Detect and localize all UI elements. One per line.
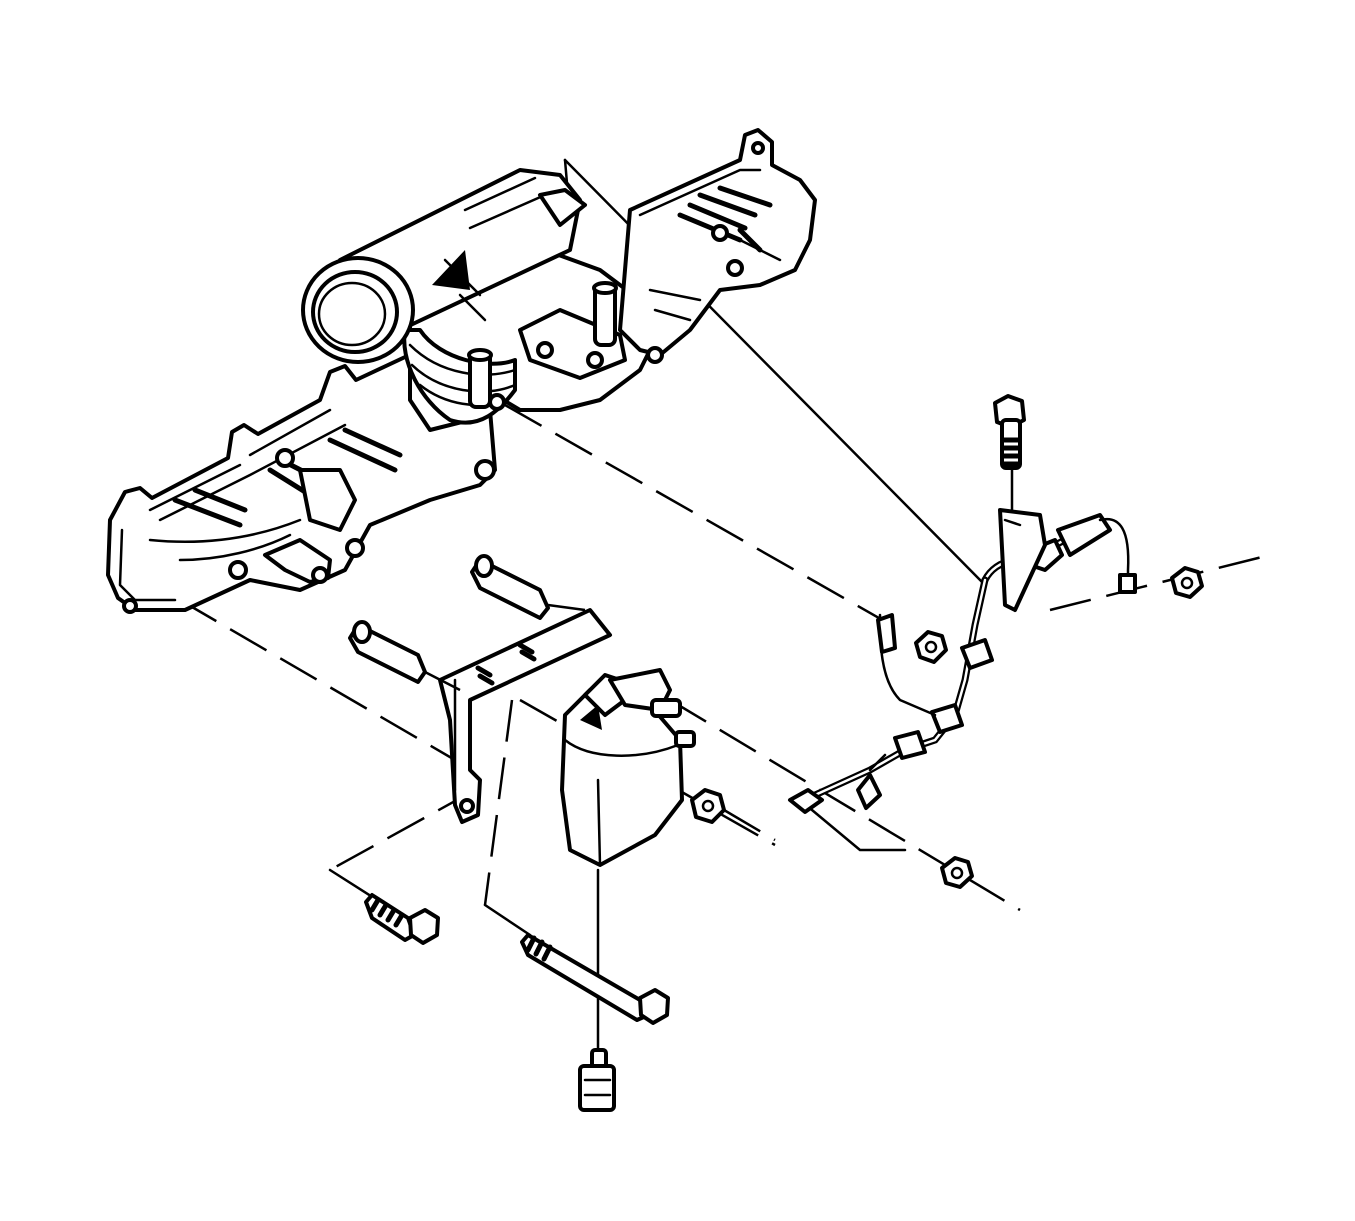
bracket-bolt-hole <box>459 798 475 814</box>
manifold-right-ports <box>677 185 773 253</box>
leader-bracket-to-long-bolt <box>483 699 514 906</box>
nut-valve-align <box>723 808 776 842</box>
throttle-tube-ribs <box>463 176 547 230</box>
manifold-stud-right-top <box>592 281 618 295</box>
manifold-bolt-hole <box>474 459 496 481</box>
mounting-bracket <box>348 554 612 824</box>
manifold-bolt-hole <box>311 566 329 584</box>
egr-valve-fitting <box>674 730 696 748</box>
manifold-center-boss <box>298 468 357 532</box>
throttle-linkage <box>443 258 487 322</box>
manifold-bolt-hole <box>228 560 248 580</box>
plenum-bolt-hole <box>536 341 554 359</box>
wire-connector <box>578 1048 616 1112</box>
manifold-right-flange-edge <box>638 168 762 217</box>
leader-flange-lower <box>798 798 907 852</box>
nut-pipe-lower <box>940 856 974 889</box>
manifold-bolt-hole <box>711 224 729 242</box>
spacer-upper-align <box>547 603 586 612</box>
egr-pipe-flange-link <box>868 753 887 772</box>
leader-long-bolt-end <box>483 903 532 937</box>
manifold-left-flange-edge <box>118 528 177 602</box>
pipe-clamp-ring <box>893 730 927 760</box>
egr-valve-marker <box>580 705 602 730</box>
egr-pipe-flange-tab <box>856 773 882 810</box>
intake-manifold <box>106 128 817 614</box>
leader-manifold-to-bracket <box>179 598 456 762</box>
egr-valve-contours <box>563 738 680 867</box>
egr-pipe-flange-lower <box>788 788 824 814</box>
manifold-stud-left-top <box>467 348 493 362</box>
throttle-arrow-tip <box>538 188 587 227</box>
bracket-bolt-short <box>364 893 440 945</box>
manifold-right-ribs <box>648 228 782 322</box>
manifold-left-contour <box>148 518 302 562</box>
manifold-bolt-hole <box>345 538 365 558</box>
egr-valve <box>560 668 776 867</box>
bracket-spacer-lower <box>348 620 427 684</box>
pipe-clamp-ring <box>960 638 994 670</box>
bracket-plate <box>438 608 612 824</box>
nut-pipe-upper <box>1170 566 1204 599</box>
pipe-clamp-ring <box>930 703 964 734</box>
bracket-spacer-upper <box>470 554 550 620</box>
egr-valve-fitting <box>650 698 682 718</box>
manifold-bolt-hole <box>726 259 744 277</box>
throttle-tab <box>432 250 470 290</box>
egr-pipe-upper-fitting <box>1056 513 1112 557</box>
nut-egr-stud <box>914 630 948 664</box>
bracket-bolt-long <box>520 933 670 1025</box>
egr-pipe-tail <box>1098 517 1130 592</box>
spacer-lower-align <box>424 670 461 692</box>
nut-valve <box>690 788 726 824</box>
manifold-egr-stud-tip <box>488 393 506 411</box>
leader-pipe-right-nut <box>1049 553 1271 612</box>
throttle-inlet-bore-core <box>317 281 387 347</box>
pipe-clamp-bracket <box>998 508 1047 612</box>
manifold-bolt-hole <box>122 598 138 614</box>
manifold-bolt-hole <box>751 141 765 155</box>
manifold-bolt-hole <box>275 448 295 468</box>
leader-stud-to-nut <box>504 403 901 632</box>
egr-pipe-flange-upper <box>876 613 897 654</box>
plenum-bolt-hole <box>586 351 604 369</box>
manifold-right-runners <box>618 128 817 357</box>
bracket-threaded-studs <box>475 642 537 686</box>
egr-pipe <box>788 508 1137 814</box>
leader-valve-right <box>669 698 1021 912</box>
pipe-clamp-edge <box>1003 518 1022 527</box>
egr-pipe-tail-lug <box>1118 573 1137 594</box>
leader-bracket-to-bolt <box>329 788 476 872</box>
manifold-bolt-hole <box>646 346 664 364</box>
pipe-clamp-bolt <box>993 394 1026 470</box>
